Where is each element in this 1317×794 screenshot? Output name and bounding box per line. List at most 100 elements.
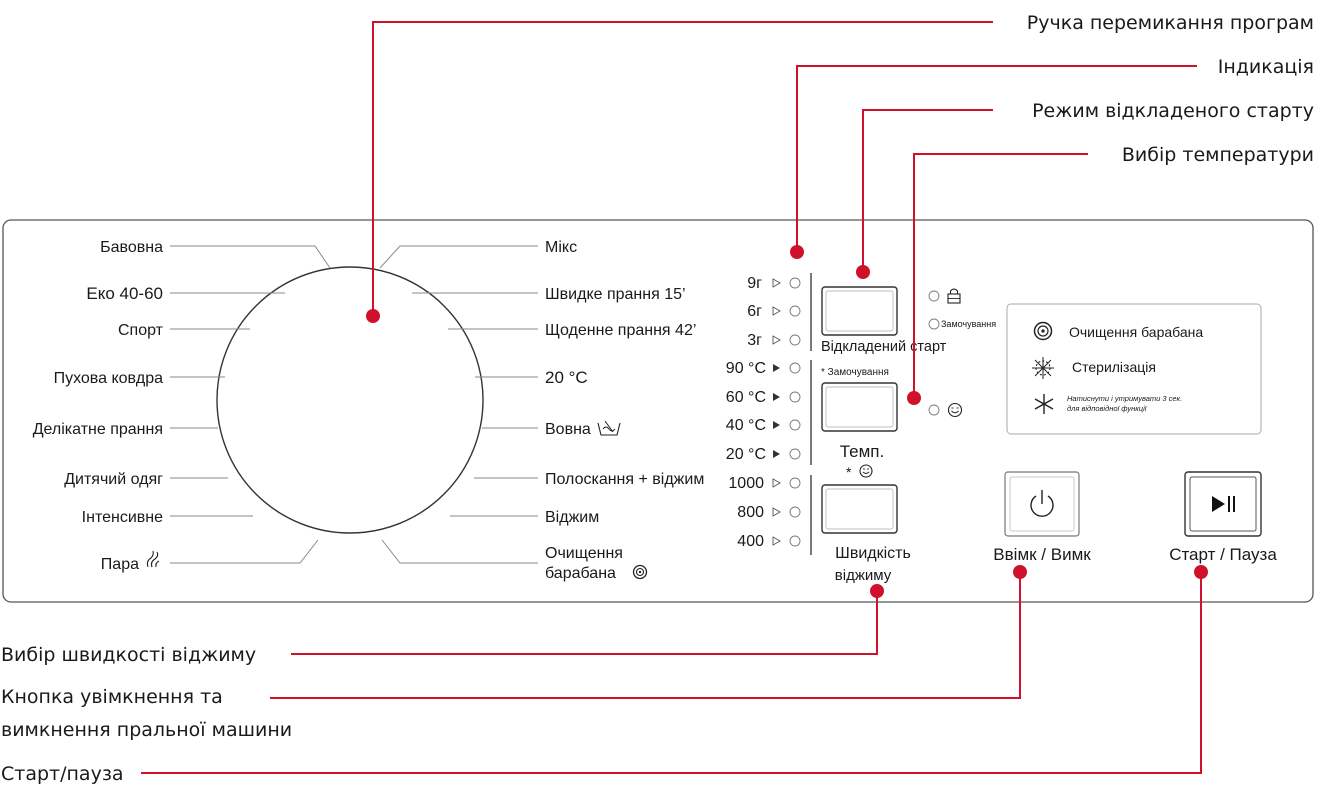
arrow-icon (772, 335, 781, 345)
temp-20-led (789, 448, 801, 460)
child-lock-led (928, 404, 940, 416)
power-button-inner (1009, 476, 1075, 532)
program-20c: 20 °C (545, 368, 588, 387)
drum-clean-small-icon (632, 564, 648, 580)
arrow-icon (773, 450, 780, 458)
temperature-label: Темп. (840, 442, 885, 461)
lock-led (928, 290, 940, 302)
spin-1000-label: 1000 (728, 475, 764, 492)
spin-speed-label-line2: віджиму (835, 567, 892, 584)
program-drum-clean-line2: барабана (545, 565, 616, 582)
soak-label: Замочування (941, 319, 996, 329)
hold-info-line2: для відповідної функції (1067, 404, 1148, 413)
arrow-icon (772, 278, 781, 288)
soak-led (928, 318, 940, 330)
spin-1000-led (789, 477, 801, 489)
arrow-icon (772, 478, 781, 488)
program-wool: Вовна (545, 421, 591, 438)
callout-dot-indication (790, 245, 804, 259)
arrow-icon (773, 421, 780, 429)
drum-clean-icon (1033, 321, 1053, 341)
callout-power-line2: вимкнення пральної машини (1, 719, 292, 741)
temp-star-label: * (846, 464, 852, 480)
temp-60-led (789, 391, 801, 403)
program-quick-15: Швидке прання 15’ (545, 286, 686, 303)
temp-60-label: 60 °C (726, 389, 766, 406)
temp-hint-label: * Замочування (821, 367, 889, 378)
delay-3h-led (789, 334, 801, 346)
hold-info-line1: Натиснути і утримувати 3 сек. (1067, 394, 1182, 403)
program-sport: Спорт (118, 322, 164, 339)
spin-400-label: 400 (737, 533, 764, 550)
temperature-indicators: 90 °C 60 °C 40 °C 20 °C (726, 360, 801, 463)
start-pause-label: Старт / Пауза (1169, 545, 1277, 564)
callout-temperature: Вибір температури (1122, 144, 1314, 166)
program-mix: Мікс (545, 239, 577, 256)
left-leaders (170, 245, 331, 564)
temp-40-led (789, 419, 801, 431)
program-intensive: Інтенсивне (82, 509, 163, 526)
steam-icon (146, 550, 160, 568)
delay-3h-label: 3г (747, 332, 762, 349)
program-daily-42: Щоденне прання 42’ (545, 322, 696, 339)
smile-icon (859, 464, 873, 478)
delay-start-label: Відкладений старт (821, 339, 947, 355)
delay-9h-led (789, 277, 801, 289)
program-delicate: Делікатне прання (33, 421, 163, 438)
delay-9h-label: 9г (747, 275, 762, 292)
callout-power-line1: Кнопка увімкнення та (1, 686, 223, 708)
callout-lines (141, 21, 1202, 774)
callout-dot-spin (870, 584, 884, 598)
arrow-icon (772, 306, 781, 316)
callout-dot-knob (366, 309, 380, 323)
temp-20-label: 20 °C (726, 446, 766, 463)
sterilize-icon (1032, 357, 1054, 379)
asterisk-icon (1034, 394, 1054, 414)
delay-start-button-inner (825, 290, 894, 332)
delay-6h-led (789, 305, 801, 317)
spin-speed-button[interactable] (821, 484, 898, 534)
program-eco: Еко 40-60 (86, 284, 163, 303)
callout-spin-speed: Вибір швидкості віджиму (1, 644, 256, 666)
right-leaders (379, 245, 538, 564)
arrow-icon (772, 507, 781, 517)
delay-start-button[interactable] (821, 286, 898, 336)
callout-dot-power (1013, 565, 1027, 579)
callout-program-knob: Ручка перемикання програм (1027, 12, 1314, 34)
drum-clean-info: Очищення барабана (1069, 324, 1203, 340)
arrow-icon (772, 536, 781, 546)
spin-speed-label-line1: Швидкість (835, 545, 911, 562)
spin-indicators: 1000 800 400 (728, 475, 801, 550)
temperature-button-inner (825, 386, 894, 428)
spin-400-led (789, 535, 801, 547)
delay-6h-label: 6г (747, 303, 762, 320)
callout-start-pause: Старт/пауза (1, 763, 124, 785)
power-label: Ввімк / Вимк (993, 545, 1091, 564)
spin-800-label: 800 (737, 504, 764, 521)
start-pause-button-inner (1189, 476, 1257, 532)
program-rinse-spin: Полоскання + віджим (545, 471, 704, 488)
callout-dot-temp (907, 391, 921, 405)
program-knob[interactable] (216, 266, 484, 534)
callout-dot-delay (856, 265, 870, 279)
callout-delay-start: Режим відкладеного старту (1032, 100, 1314, 122)
wool-icon (597, 420, 621, 436)
program-duvet: Пухова ковдра (54, 370, 164, 387)
sterilization-info: Стерилізація (1072, 359, 1156, 375)
arrow-icon (773, 393, 780, 401)
program-cotton: Бавовна (100, 239, 163, 256)
program-drum-clean-line1: Очищення (545, 545, 623, 562)
temp-90-label: 90 °C (726, 360, 766, 377)
smile-icon (947, 402, 963, 418)
delay-indicators: 9г 6г 3г (747, 275, 801, 349)
temp-40-label: 40 °C (726, 417, 766, 434)
program-baby: Дитячий одяг (64, 471, 163, 488)
callout-dot-start (1194, 565, 1208, 579)
temperature-button[interactable] (821, 382, 898, 432)
info-panel (1006, 303, 1262, 435)
spin-speed-button-inner (825, 488, 894, 530)
spin-800-led (789, 506, 801, 518)
play-pause-icon (1212, 496, 1235, 512)
